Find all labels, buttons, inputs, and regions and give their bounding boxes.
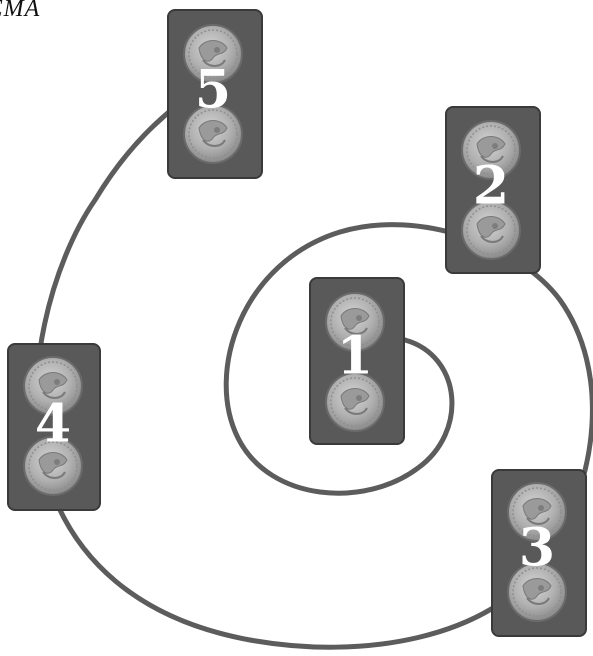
card-number-5: 5 [195, 60, 231, 121]
card-number-1: 1 [337, 326, 373, 387]
card-3: 3 [492, 470, 586, 636]
card-4: 4 [8, 344, 100, 510]
card-2: 2 [446, 107, 540, 273]
card-number-2: 2 [473, 156, 509, 217]
card-5: 5 [168, 10, 262, 178]
card-number-4: 4 [35, 394, 71, 455]
card-1: 1 [310, 278, 404, 444]
card-number-3: 3 [519, 518, 555, 579]
